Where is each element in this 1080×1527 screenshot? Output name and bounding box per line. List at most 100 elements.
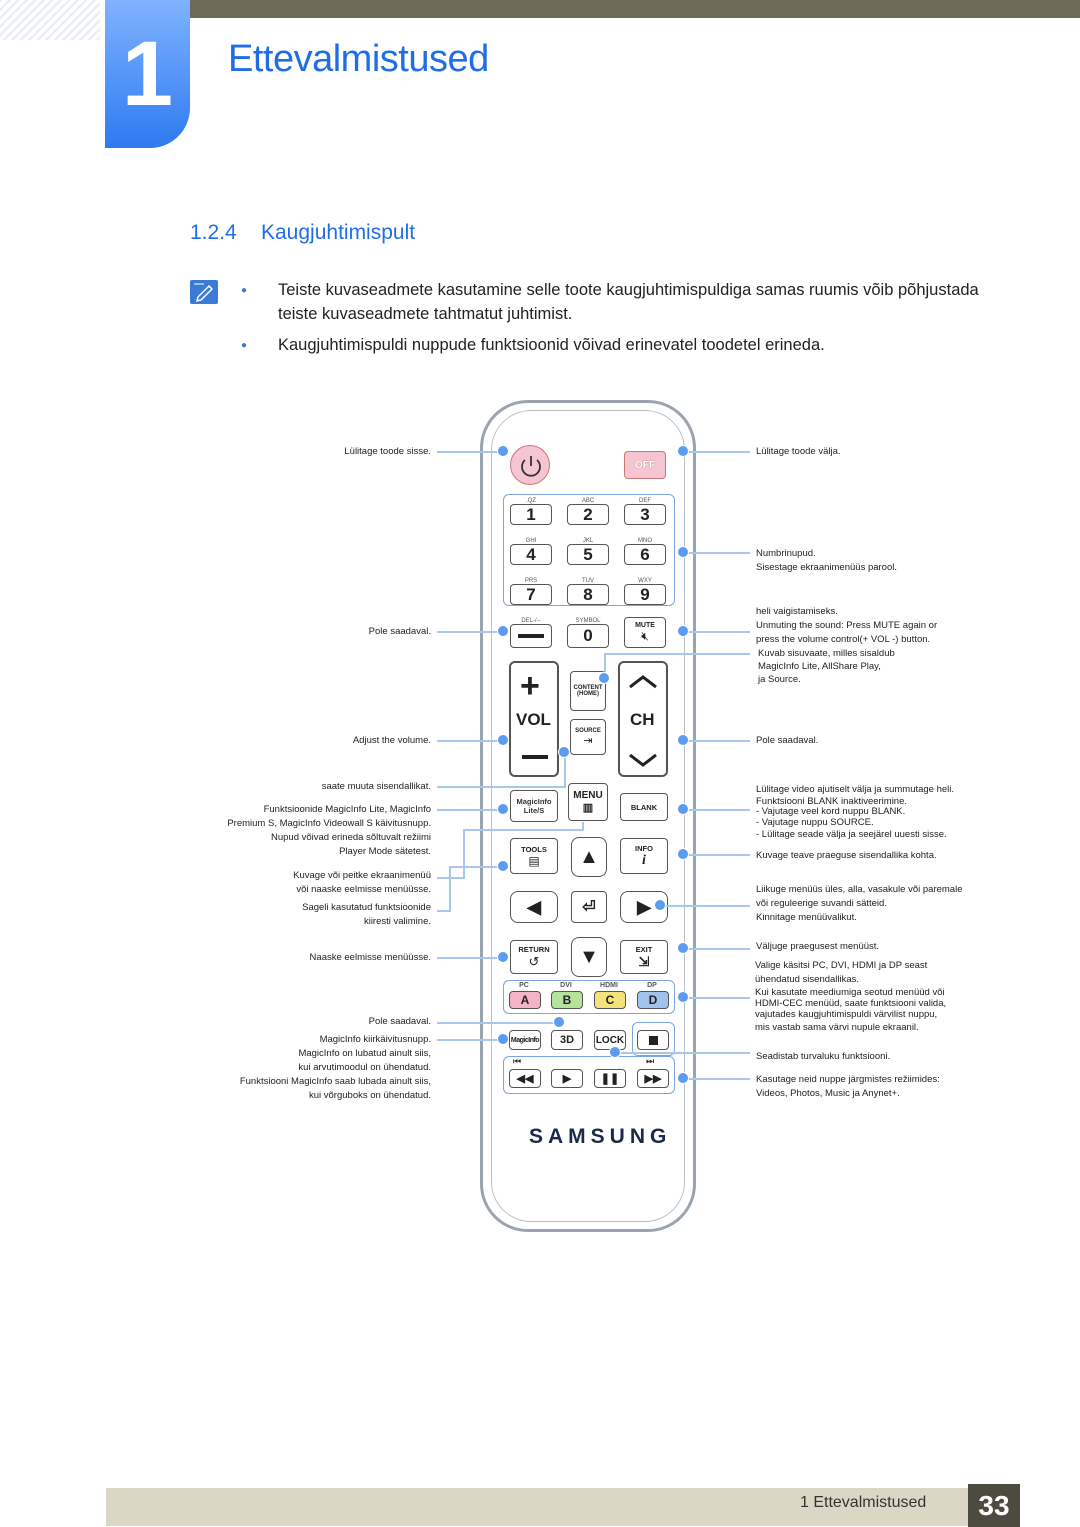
callout-dot — [598, 672, 610, 684]
label-color-6: mis vastab sama värvi nupule ekraanil. — [755, 1022, 919, 1033]
note-1-line-1: Teiste kuvaseadmete kasutamine selle too… — [278, 281, 979, 299]
callout-line — [582, 822, 584, 831]
label-magicinfo-4: Player Mode sätetest. — [339, 846, 431, 857]
label-color-1: Valige käsitsi PC, DVI, HDMI ja DP seast — [755, 960, 928, 971]
media-keys-group — [503, 1056, 675, 1094]
label-menu-1: Kuvage või peitke ekraanimenüü — [293, 870, 431, 881]
label-source: saate muuta sisendallikat. — [321, 781, 431, 792]
exit-icon: ⇲ — [638, 953, 650, 969]
callout-line — [437, 740, 505, 742]
chapter-number: 1 — [105, 0, 190, 148]
pc-label: PC — [519, 982, 529, 989]
magicinfo-lite-button[interactable]: MagicInfo Lite/S — [510, 790, 558, 822]
label-blank-1: Lülitage video ajutiselt välja ja summut… — [756, 784, 955, 795]
del-button[interactable] — [510, 624, 552, 648]
fast-forward-button[interactable]: ▶▶ — [637, 1069, 669, 1088]
3d-button[interactable]: 3D — [551, 1030, 583, 1050]
exit-button[interactable]: EXIT ⇲ — [620, 940, 668, 974]
section-title: Kaugjuhtimispult — [261, 221, 416, 244]
blank-button[interactable]: BLANK — [620, 793, 668, 821]
callout-dot — [497, 445, 509, 457]
callout-dot — [654, 899, 666, 911]
key-0[interactable]: 0 — [567, 624, 609, 648]
note-2-line-1: Kaugjuhtimispuldi nuppude funktsioonid v… — [278, 336, 825, 354]
tools-icon: ▤ — [528, 853, 540, 868]
down-arrow-button[interactable]: ▼ — [571, 937, 607, 977]
page-number: 33 — [968, 1484, 1020, 1527]
home-label: (HOME) — [577, 691, 599, 697]
play-button[interactable]: ▶ — [551, 1069, 583, 1088]
off-button[interactable]: OFF — [624, 451, 666, 479]
header-bar — [190, 0, 1080, 18]
label-power-on: Lülitage toode sisse. — [344, 446, 431, 457]
channel-rocker[interactable]: CH — [618, 661, 668, 777]
key-5[interactable]: 5 — [567, 544, 609, 565]
label-content-3: ja Source. — [758, 674, 801, 685]
key-3[interactable]: 3 — [624, 504, 666, 525]
magicinfo-button[interactable]: MagicInfo — [509, 1030, 541, 1050]
callout-line — [684, 948, 750, 950]
power-button[interactable] — [510, 445, 550, 485]
callout-dot — [677, 942, 689, 954]
channel-down-icon — [629, 753, 657, 767]
right-arrow-icon: ▶ — [637, 896, 651, 917]
pause-button[interactable]: ❚❚ — [594, 1069, 626, 1088]
menu-button[interactable]: MENU ▥ — [568, 783, 608, 821]
key-2[interactable]: 2 — [567, 504, 609, 525]
label-numbers-2: Sisestage ekraanimenüüs parool. — [756, 562, 898, 573]
callout-dot — [677, 445, 689, 457]
color-key-c[interactable]: C — [594, 991, 626, 1009]
lite-s-label: Lite/S — [523, 806, 545, 815]
key-3-letters: DEF — [639, 498, 651, 504]
callout-dot — [497, 860, 509, 872]
stop-button[interactable] — [637, 1030, 669, 1050]
key-4[interactable]: 4 — [510, 544, 552, 565]
callout-line — [437, 631, 505, 633]
callout-line — [564, 750, 566, 788]
info-button[interactable]: INFO i — [620, 838, 668, 874]
ch-label: CH — [630, 710, 655, 729]
callout-line — [437, 786, 565, 788]
footer-bar — [106, 1488, 968, 1526]
callout-line — [684, 552, 750, 554]
volume-rocker[interactable]: + VOL — [509, 661, 559, 777]
callout-dot — [677, 1072, 689, 1084]
key-6-letters: MNO — [638, 538, 652, 544]
label-magicinfo-key-1: MagicInfo kiirkäivitusnupp. — [319, 1034, 431, 1045]
source-button[interactable]: SOURCE ⇥ — [570, 719, 606, 755]
off-label: OFF — [635, 459, 655, 471]
callout-line — [437, 957, 505, 959]
label-magicinfo-key-4: Funktsiooni MagicInfo saab lubada ainult… — [239, 1076, 431, 1087]
return-button[interactable]: RETURN ↺ — [510, 940, 558, 974]
up-arrow-button[interactable]: ▲ — [571, 837, 607, 877]
source-label: SOURCE — [575, 727, 601, 734]
mute-button[interactable]: MUTE 🔇︎ — [624, 617, 666, 648]
label-mute-3: press the volume control(+ VOL -) button… — [756, 634, 931, 645]
enter-button[interactable]: ⏎ — [571, 891, 607, 923]
callout-line — [437, 809, 505, 811]
callout-line — [463, 829, 465, 879]
callout-line — [437, 451, 505, 453]
key-1[interactable]: 1 — [510, 504, 552, 525]
dp-label: DP — [647, 982, 657, 989]
label-color-2: ühendatud sisendallikas. — [755, 974, 860, 985]
key-6[interactable]: 6 — [624, 544, 666, 565]
key-7[interactable]: 7 — [510, 584, 552, 605]
color-key-a[interactable]: A — [509, 991, 541, 1009]
callout-line — [463, 829, 583, 831]
left-arrow-button[interactable]: ◀ — [510, 891, 558, 923]
key-2-letters: ABC — [581, 498, 595, 504]
callout-line — [684, 809, 750, 811]
color-key-b[interactable]: B — [551, 991, 583, 1009]
play-icon: ▶ — [562, 1073, 572, 1085]
label-color-5: vajutades kaugjuhtimispuldi värvilist nu… — [755, 1009, 938, 1020]
rewind-button[interactable]: ◀◀ — [509, 1069, 541, 1088]
key-8[interactable]: 8 — [567, 584, 609, 605]
label-magicinfo-3: Nupud võivad erineda sõltuvalt režiimi — [271, 832, 431, 843]
key-9[interactable]: 9 — [624, 584, 666, 605]
label-info: Kuvage teave praeguse sisendallika kohta… — [756, 850, 937, 861]
tools-button[interactable]: TOOLS ▤ — [510, 838, 558, 874]
callout-line — [684, 1078, 750, 1080]
key-1-letters: .QZ — [526, 498, 536, 504]
color-key-d[interactable]: D — [637, 991, 669, 1009]
